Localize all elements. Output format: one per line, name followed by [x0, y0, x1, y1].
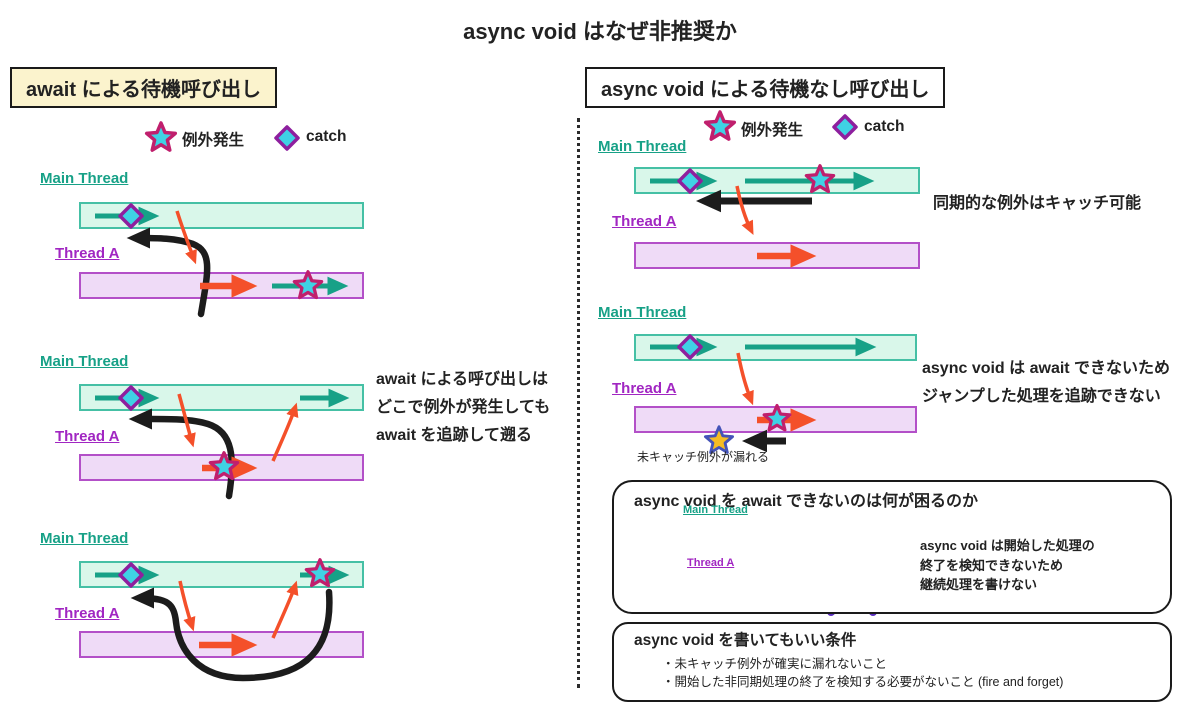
legend-right-exception-star	[703, 110, 737, 141]
legend-right-exception-label: 例外発生	[741, 122, 804, 139]
l2-call-down-arrow	[177, 393, 196, 448]
r2-thread-a-label: Thread A	[612, 380, 677, 397]
r1-call-down-arrow	[735, 185, 754, 236]
l2-thread-a-label: Thread A	[55, 428, 120, 445]
l3-exception-return-arrow	[130, 587, 333, 682]
box2-bullet-2: ・開始した非同期処理の終了を検知する必要がないこと (fire and forg…	[662, 675, 1064, 689]
r1-thread-a-label: Thread A	[612, 213, 677, 230]
box1-container	[612, 480, 1172, 614]
r1-annotation: 同期的な例外はキャッチ可能	[933, 195, 1142, 212]
box1-note: async void は開始した処理の 終了を検知できないため 継続処理を書けな…	[920, 536, 1095, 595]
left-panel-header: await による待機呼び出し	[10, 67, 277, 108]
panel-divider	[577, 118, 580, 688]
l3-return-up-arrow	[271, 580, 299, 639]
left-annotation: await による呼び出しは どこで例外が発生しても await を追跡して遡る	[376, 366, 550, 450]
l2-return-up-arrow	[271, 402, 299, 462]
box2-bullet-1: ・未キャッチ例外が確実に漏れないこと	[662, 657, 888, 671]
l1-call-down-arrow	[175, 210, 197, 265]
right-panel-header: async void による待機なし呼び出し	[585, 67, 946, 108]
legend-left-catch-label: catch	[306, 128, 347, 145]
box1-title: async void を await できないのは何が困るのか	[634, 493, 979, 510]
legend-right-catch-label: catch	[864, 118, 905, 135]
legend-left-catch-diamond	[274, 125, 300, 151]
l3-thread-a-label: Thread A	[55, 605, 120, 622]
l2-main-thread-label: Main Thread	[40, 353, 129, 370]
l1-thread-a-label: Thread A	[55, 245, 120, 262]
r2-call-down-arrow	[736, 352, 754, 406]
r2-annotation: async void は await できないため ジャンプした処理を追跡できな…	[922, 355, 1170, 411]
box1-note-line3: 継続処理を書けない	[920, 577, 1038, 592]
legend-left-exception-label: 例外発生	[182, 132, 245, 149]
left-annotation-line2: どこで例外が発生しても	[376, 399, 551, 416]
legend-right-catch-diamond	[832, 114, 858, 140]
r2-annotation-line2: ジャンプした処理を追跡できない	[922, 388, 1161, 405]
l1-main-thread-label: Main Thread	[40, 170, 129, 187]
l3-call-down-arrow	[178, 580, 196, 632]
box1-note-line2: 終了を検知できないため	[920, 557, 1064, 573]
left-annotation-line1: await による呼び出しは	[376, 371, 548, 388]
box2-container	[612, 622, 1172, 702]
page-title: async void はなぜ非推奨か	[463, 19, 737, 44]
r2-main-thread-label: Main Thread	[598, 304, 687, 321]
box1-main-thread-label: Main Thread	[683, 504, 748, 516]
l3-main-thread-label: Main Thread	[40, 530, 129, 547]
r1-main-thread-label: Main Thread	[598, 138, 687, 155]
left-annotation-line3: await を追跡して遡る	[376, 427, 532, 444]
box1-note-line1: async void は開始した処理の	[920, 538, 1095, 553]
r2-caption: 未キャッチ例外が漏れる	[637, 450, 770, 464]
box2-title: async void を書いてもいい条件	[634, 632, 857, 649]
r1-thread-a-bar	[634, 242, 920, 269]
box1-thread-a-label: Thread A	[687, 557, 735, 569]
r2-annotation-line1: async void は await できないため	[922, 360, 1171, 377]
legend-left-exception-star	[144, 121, 178, 152]
